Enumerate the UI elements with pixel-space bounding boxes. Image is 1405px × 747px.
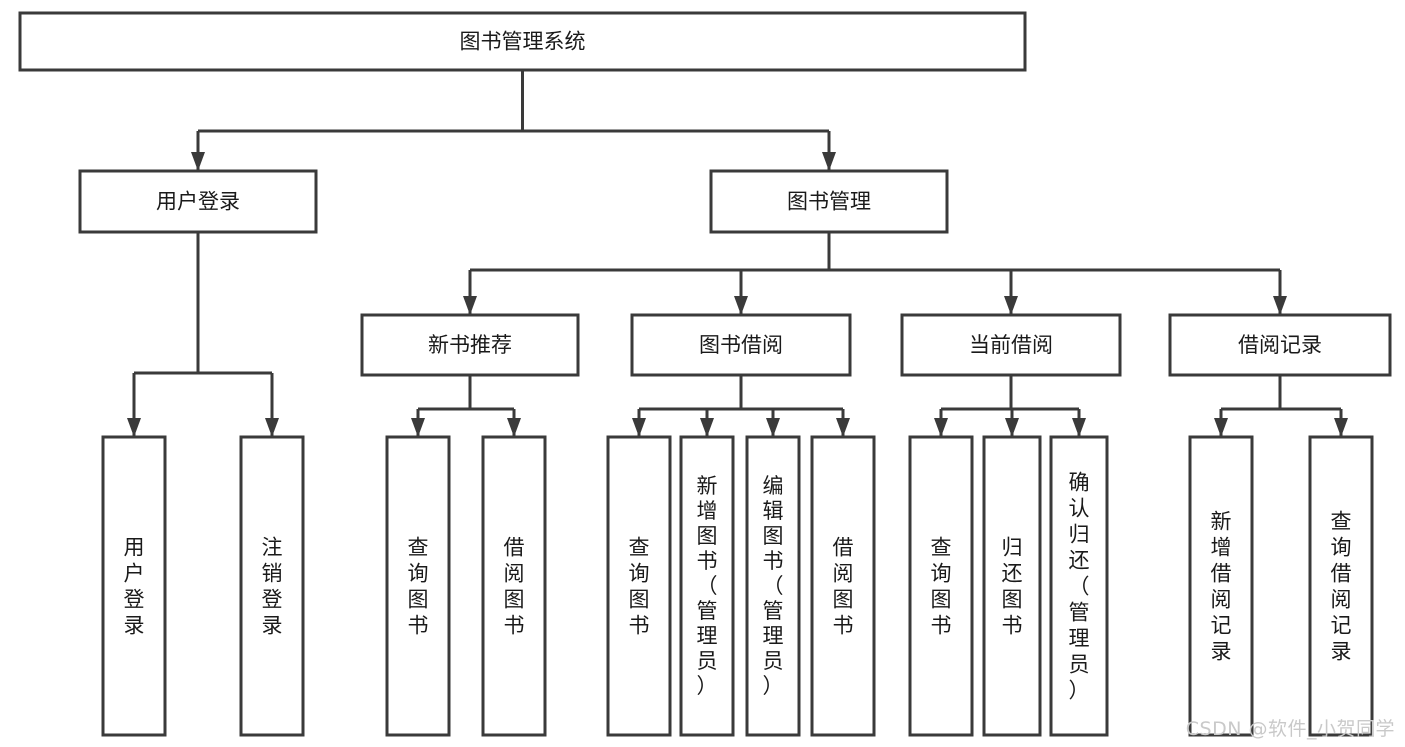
node-box[interactable] [606,435,672,737]
node-box[interactable] [982,435,1042,737]
node-label: 用户登录 [124,535,145,637]
arrow-head-icon [1004,296,1018,315]
csdn-watermark: CSDN @软件_小贺同学 [1185,718,1395,740]
node-label: 查询借阅记录 [1331,509,1352,663]
arrow-head-icon [1072,418,1086,437]
connector-group-新书推荐 [411,375,521,437]
node-box[interactable] [1168,313,1392,377]
arrow-head-icon [1005,418,1019,437]
node-label: 当前借阅 [969,333,1053,357]
node-label: 归还图书 [1002,535,1023,637]
arrow-head-icon [411,418,425,437]
arrow-head-icon [1214,418,1228,437]
arrow-head-icon [265,418,279,437]
arrow-head-icon [766,418,780,437]
node-branch-借阅记录[interactable]: 借阅记录 [1168,313,1392,377]
node-label: 新增图书（管理员） [697,474,718,698]
node-label: 查询图书 [408,535,429,637]
node-box[interactable] [709,169,949,234]
node-layer: 图书管理系统用户登录图书管理新书推荐图书借阅当前借阅借阅记录用户登录注销登录查询… [18,11,1392,737]
node-leaf-9[interactable]: 归还图书 [982,435,1042,737]
node-box[interactable] [1049,435,1109,737]
arrow-head-icon [1273,296,1287,315]
node-label: 图书管理系统 [460,30,586,54]
node-leaf-12[interactable]: 查询借阅记录 [1308,435,1374,737]
node-box[interactable] [679,435,735,737]
node-box[interactable] [101,435,167,737]
node-leaf-0[interactable]: 用户登录 [101,435,167,737]
node-label: 图书管理 [787,190,871,214]
arrow-head-icon [822,152,836,171]
node-branch-当前借阅[interactable]: 当前借阅 [900,313,1122,377]
arrow-head-icon [934,418,948,437]
node-leaf-10[interactable]: 确认归还（管理员） [1049,435,1109,737]
node-branch-用户登录[interactable]: 用户登录 [78,169,318,234]
node-label: 新增借阅记录 [1211,509,1232,663]
arrow-head-icon [632,418,646,437]
node-branch-图书借阅[interactable]: 图书借阅 [630,313,852,377]
node-box[interactable] [385,435,451,737]
node-label: 借阅记录 [1238,333,1322,357]
node-leaf-3[interactable]: 借阅图书 [481,435,547,737]
node-label: 编辑图书（管理员） [763,474,784,698]
node-label: 用户登录 [156,190,240,214]
node-box[interactable] [239,435,305,737]
node-label: 借阅图书 [833,535,854,637]
connector-group-借阅记录 [1214,375,1348,437]
arrow-head-icon [507,418,521,437]
node-root-图书管理系统[interactable]: 图书管理系统 [18,11,1027,72]
node-leaf-1[interactable]: 注销登录 [239,435,305,737]
node-label: 图书借阅 [699,333,783,357]
connector-group-root [191,70,836,171]
arrow-head-icon [127,418,141,437]
connector-group-当前借阅 [934,375,1086,437]
arrow-head-icon [191,152,205,171]
node-box[interactable] [1188,435,1254,737]
node-box[interactable] [810,435,876,737]
node-leaf-2[interactable]: 查询图书 [385,435,451,737]
node-branch-图书管理[interactable]: 图书管理 [709,169,949,234]
node-box[interactable] [630,313,852,377]
node-label: 查询图书 [931,535,952,637]
node-label: 新书推荐 [428,333,512,357]
node-branch-新书推荐[interactable]: 新书推荐 [360,313,580,377]
node-leaf-7[interactable]: 借阅图书 [810,435,876,737]
node-label: 注销登录 [262,535,283,637]
node-box[interactable] [745,435,801,737]
arrow-head-icon [700,418,714,437]
arrow-head-icon [463,296,477,315]
arrow-head-icon [1334,418,1348,437]
node-box[interactable] [908,435,974,737]
node-label: 查询图书 [629,535,650,637]
node-leaf-8[interactable]: 查询图书 [908,435,974,737]
connector-group-图书借阅 [632,375,850,437]
connector-group-book-management [463,232,1287,315]
node-label: 借阅图书 [504,535,525,637]
node-leaf-4[interactable]: 查询图书 [606,435,672,737]
node-leaf-6[interactable]: 编辑图书（管理员） [745,435,801,737]
node-box[interactable] [1308,435,1374,737]
node-box[interactable] [78,169,318,234]
arrow-head-icon [734,296,748,315]
node-box[interactable] [360,313,580,377]
connector-group-user-login [127,232,279,437]
node-box[interactable] [900,313,1122,377]
node-box[interactable] [481,435,547,737]
connector-layer [127,70,1348,437]
node-leaf-5[interactable]: 新增图书（管理员） [679,435,735,737]
node-label: 确认归还（管理员） [1069,470,1090,702]
node-box[interactable] [18,11,1027,72]
node-leaf-11[interactable]: 新增借阅记录 [1188,435,1254,737]
arrow-head-icon [836,418,850,437]
